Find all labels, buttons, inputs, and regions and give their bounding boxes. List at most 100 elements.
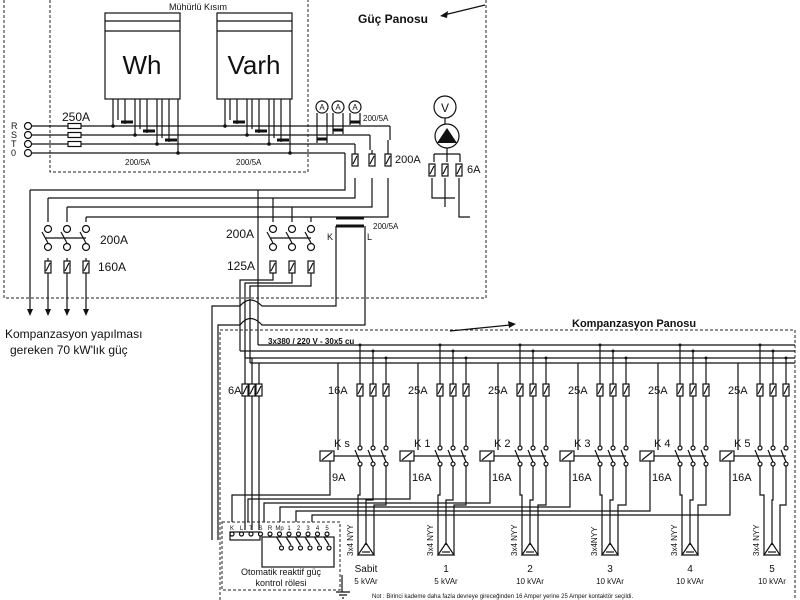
terminal-icon — [62, 242, 72, 252]
cable-label: 3x4NYY — [590, 526, 599, 556]
step-fuse-label: 25A — [408, 385, 428, 397]
feeder-wiring — [30, 153, 470, 218]
relay-contact — [313, 536, 321, 546]
fuse-mark — [530, 385, 536, 395]
arrow-down-icon — [27, 309, 33, 316]
reactive-power-relay[interactable] — [221, 521, 341, 591]
busbar-label: 3x380 / 220 V - 30x5 cu — [268, 337, 354, 346]
wh-meter: Wh — [104, 12, 181, 100]
load-switch-200A — [41, 224, 91, 274]
junction-dot — [464, 356, 468, 360]
ground-icon — [336, 575, 350, 599]
junction-dot — [691, 349, 695, 353]
contactor-rating: 16A — [492, 472, 512, 484]
relay-contact — [285, 536, 292, 546]
phase-label: R — [11, 121, 18, 131]
ct-wiring — [211, 226, 366, 540]
ammeters: A A A — [315, 100, 362, 143]
junction-dot — [784, 356, 788, 360]
sealed-section-frame — [49, 0, 309, 173]
varh-meter-label: Varh — [228, 50, 281, 80]
junction-dot — [771, 349, 775, 353]
contact-terminal — [357, 445, 363, 451]
arrow-head-icon — [508, 321, 516, 328]
junction-dot — [288, 151, 292, 155]
relay-terminal-label: T — [249, 526, 253, 532]
contact-blade — [514, 449, 521, 463]
relay-contact — [294, 536, 302, 546]
main-fuse-icon — [67, 140, 82, 148]
contactor-rating: 16A — [652, 472, 672, 484]
contactor-label: K 5 — [734, 438, 751, 450]
cable-wiring — [231, 461, 387, 555]
contactor-label: K 4 — [654, 438, 671, 450]
relay-terminal-icon — [238, 531, 245, 537]
relay-terminal-icon — [276, 531, 283, 537]
cable-label: 3x4 NYY — [426, 524, 435, 556]
contact-blade — [460, 449, 467, 463]
fuse-mark — [64, 262, 70, 272]
junction-dot — [624, 356, 628, 360]
step-fuse-label: 25A — [648, 385, 668, 397]
relay-terminal-icon — [229, 531, 235, 537]
relay-terminal-icon — [257, 531, 264, 537]
contact-terminal — [690, 445, 696, 451]
load-note-line1: Kompanzasyon yapılması — [5, 327, 142, 341]
terminal-icon — [62, 224, 72, 234]
step-label: 4 — [687, 564, 693, 575]
meter-wiring — [268, 99, 282, 144]
main-fuse-icon — [67, 122, 82, 130]
branch-wiring — [657, 345, 707, 450]
coil-mark — [721, 451, 733, 461]
fuse-mark — [369, 155, 375, 165]
junction-dot — [438, 343, 442, 347]
contact-terminal — [610, 461, 616, 467]
contact-blade — [780, 449, 787, 463]
coil-mark — [561, 451, 573, 461]
step-fuse-label: 25A — [728, 385, 748, 397]
contact-blade — [767, 449, 774, 463]
relay-terminal-icon — [278, 545, 285, 551]
komp-arrow — [449, 324, 511, 332]
contactor-label: K 3 — [574, 438, 591, 450]
cable-wiring — [311, 461, 787, 555]
relay-terminal-icon — [314, 531, 321, 537]
contact-terminal — [770, 461, 776, 467]
relay-terminal-label: 5 — [325, 526, 329, 532]
ct-ratio-label: 200/5A — [373, 222, 399, 231]
relay-terminal-icon — [267, 531, 273, 537]
fuse-mark — [429, 165, 435, 175]
contact-terminal — [517, 461, 523, 467]
contact-terminal — [677, 445, 683, 451]
fuse-mark — [677, 385, 683, 395]
step-label: Sabit — [355, 564, 378, 575]
coil-mark — [641, 451, 653, 461]
fuse-mark — [597, 385, 603, 395]
fuse-mark — [352, 155, 358, 165]
contact-blade — [607, 449, 614, 463]
fuse-mark — [357, 385, 363, 395]
branch-wiring — [417, 345, 467, 450]
fuse-mark — [517, 385, 523, 395]
fuse-mark — [450, 385, 456, 395]
contact-blade — [754, 449, 761, 463]
control-fuse-label: 6A — [228, 385, 242, 397]
relay-terminal-icon — [307, 545, 313, 551]
load-feeders — [29, 190, 87, 310]
step-label: 2 — [527, 564, 533, 575]
contactor-label: K s — [334, 438, 350, 450]
relay-terminal-label: 3 — [306, 526, 310, 532]
cable-wiring — [247, 461, 467, 555]
coil-mark — [321, 451, 333, 461]
branch-wiring — [337, 345, 387, 450]
junction-dot — [358, 343, 362, 347]
fuse-mark — [383, 385, 389, 395]
contact-terminal — [690, 461, 696, 467]
